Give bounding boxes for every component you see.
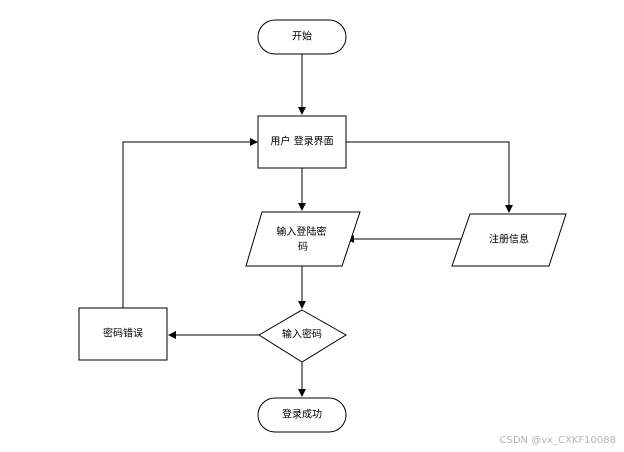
start-label: 开始: [292, 30, 312, 43]
input-credentials-label-line-2: 码: [298, 241, 308, 253]
start-terminator-shape: [257, 19, 347, 55]
login-ui-label: 用户 登录界面: [270, 135, 333, 148]
register-data-shape: [451, 213, 567, 267]
edge-login-ui-to-register: [346, 141, 513, 213]
node-error: 密码错误: [78, 307, 168, 361]
node-register: 注册信息: [451, 213, 567, 267]
check-password-decision-shape: [258, 309, 347, 363]
node-login-ui: 用户 登录界面: [257, 115, 347, 169]
input-credentials-data-shape: [245, 211, 361, 267]
node-input-credentials: 输入登陆密 码: [245, 211, 361, 267]
register-label: 注册信息: [489, 233, 529, 246]
login-ui-process-shape: [257, 115, 347, 169]
check-password-label: 输入密码: [282, 328, 322, 341]
error-process-shape: [78, 307, 168, 361]
node-check-password: 输入密码: [258, 309, 347, 363]
node-start: 开始: [257, 19, 347, 55]
node-success: 登录成功: [257, 397, 347, 433]
watermark: CSDN @vx_CXKF10088: [499, 435, 616, 446]
input-credentials-label: 输入登陆密 码: [276, 225, 329, 253]
success-terminator-shape: [257, 397, 347, 433]
success-label: 登录成功: [282, 408, 322, 421]
input-credentials-label-line-1: 输入登陆密: [276, 225, 326, 238]
error-label: 密码错误: [103, 327, 143, 340]
edge-error-to-login-ui: [122, 138, 258, 308]
